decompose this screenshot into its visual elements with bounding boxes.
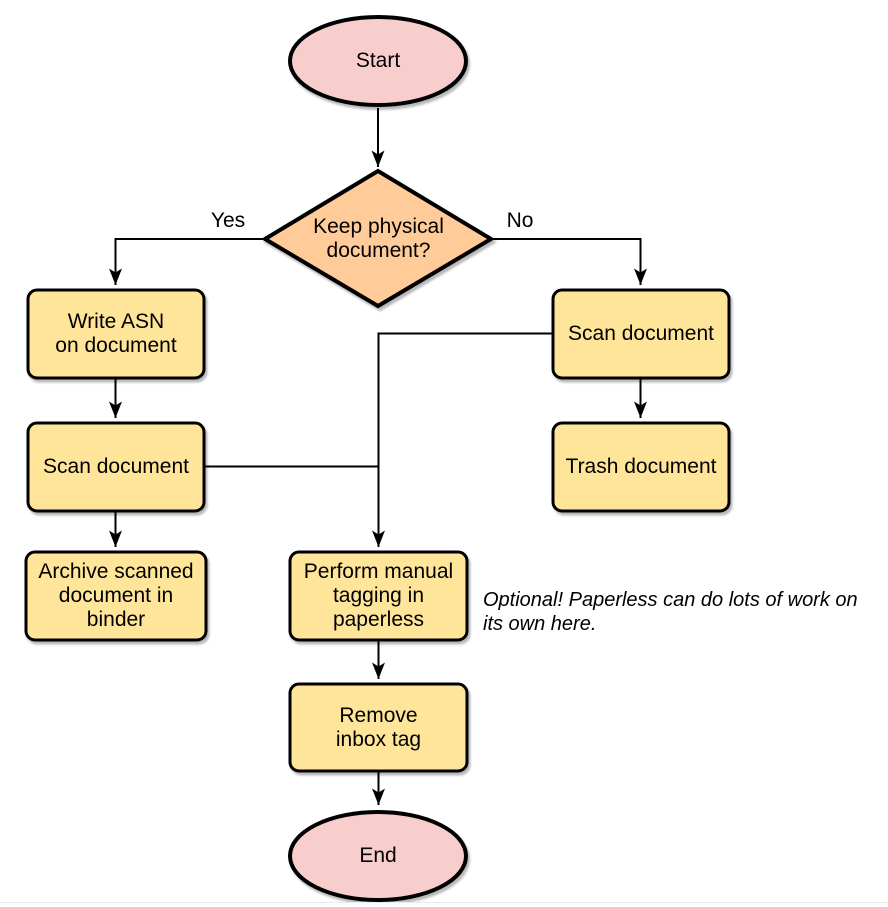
- archive-label: Archive scanned document in binder: [38, 560, 194, 631]
- edge-label-yes: Yes: [210, 209, 246, 232]
- process-tagging-node: [288, 550, 469, 642]
- decision-label: Keep physical document?: [313, 215, 444, 262]
- process-remove-inbox-node: [288, 682, 469, 773]
- trash-label: Trash document: [565, 455, 717, 478]
- process-scan-left-node: [26, 421, 206, 513]
- edge-scan-right-to-tagging: [372, 332, 552, 547]
- edge-decision-yes-to-write-asn: [109, 238, 266, 285]
- process-archive-node: [24, 550, 208, 642]
- edge-decision-no-to-scan-right: [491, 238, 647, 285]
- optional-annotation: Optional! Paperless can do lots of work …: [483, 589, 858, 635]
- scan-left-label: Scan document: [43, 455, 189, 478]
- process-trash-node: [551, 421, 731, 513]
- start-node: [288, 15, 468, 107]
- process-write-asn-node: [26, 288, 206, 380]
- end-node: [288, 810, 468, 902]
- write-asn-label: Write ASN on document: [55, 310, 177, 357]
- page-bottom-border: [0, 902, 888, 907]
- end-label: End: [359, 844, 397, 867]
- tagging-label: Perform manual tagging in paperless: [303, 560, 454, 631]
- edge-label-no: No: [506, 209, 534, 232]
- process-scan-right-node: [551, 288, 731, 380]
- remove-inbox-label: Remove inbox tag: [335, 703, 422, 751]
- start-label: Start: [355, 49, 401, 72]
- scan-right-label: Scan document: [568, 322, 714, 345]
- decision-node: [261, 168, 495, 309]
